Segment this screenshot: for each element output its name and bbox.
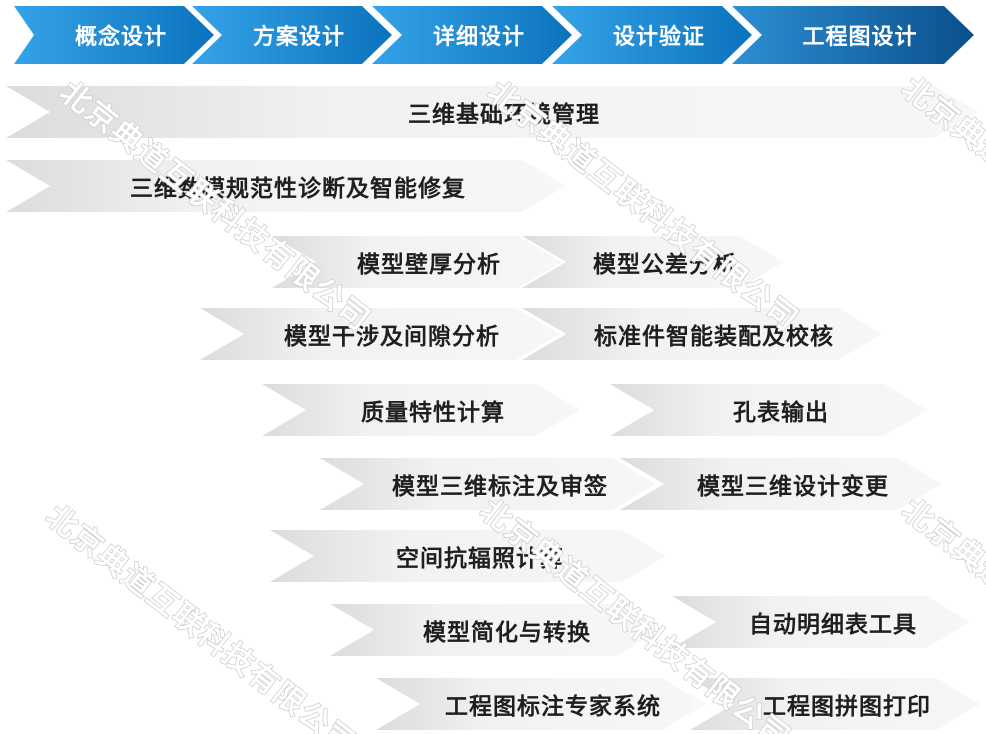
bar-standard-parts-assembly: 标准件智能装配及校核 [522,308,882,360]
bar-label: 三维基础环境管理 [408,102,600,128]
bar-label: 质量特性计算 [361,400,505,426]
bar-label: 模型公差分析 [593,252,737,278]
phase-label: 详细设计 [432,25,525,50]
phase-label: 概念设计 [74,25,167,50]
bar-label: 模型简化与转换 [423,620,591,646]
bar-label: 模型壁厚分析 [357,252,501,278]
bar-3d-annotation-review: 模型三维标注及审签 [320,458,656,510]
bar-wall-thickness-analysis: 模型壁厚分析 [272,236,562,288]
phase-detailed-design: 详细设计 [372,6,572,64]
bar-label: 空间抗辐照计算 [396,546,564,572]
bar-drawing-annotation-expert: 工程图标注专家系统 [376,678,706,730]
bar-model-diagnosis-repair: 三维数模规范性诊断及智能修复 [6,160,566,212]
bar-radiation-calculation: 空间抗辐照计算 [270,530,666,582]
bar-label: 工程图标注专家系统 [445,694,661,720]
bar-label: 模型三维标注及审签 [392,474,608,500]
bar-3d-environment-management: 三维基础环境管理 [6,86,978,138]
bar-label: 标准件智能装配及校核 [594,324,834,350]
phase-label: 工程图设计 [802,25,918,50]
bar-label: 模型干涉及间隙分析 [284,324,500,350]
phase-scheme-design: 方案设计 [192,6,392,64]
phase-drawing-design: 工程图设计 [732,6,974,64]
bar-label: 孔表输出 [733,400,829,426]
bar-label: 模型三维设计变更 [697,474,889,500]
bar-auto-bom-tool: 自动明细表工具 [672,596,970,648]
bar-drawing-print: 工程图拼图打印 [690,678,980,730]
bar-label: 三维数模规范性诊断及智能修复 [130,176,466,202]
phase-label: 方案设计 [252,25,345,50]
bar-model-simplify-convert: 模型简化与转换 [330,604,660,656]
bar-hole-table-output: 孔表输出 [610,384,928,436]
phase-label: 设计验证 [612,25,705,50]
bar-3d-design-change: 模型三维设计变更 [620,458,942,510]
phase-design-verification: 设计验证 [552,6,752,64]
bar-label: 工程图拼图打印 [763,694,931,720]
bar-label: 自动明细表工具 [749,612,917,638]
phase-concept-design: 概念设计 [14,6,214,64]
bar-mass-properties: 质量特性计算 [262,384,580,436]
bar-interference-analysis: 模型干涉及间隙分析 [200,308,560,360]
